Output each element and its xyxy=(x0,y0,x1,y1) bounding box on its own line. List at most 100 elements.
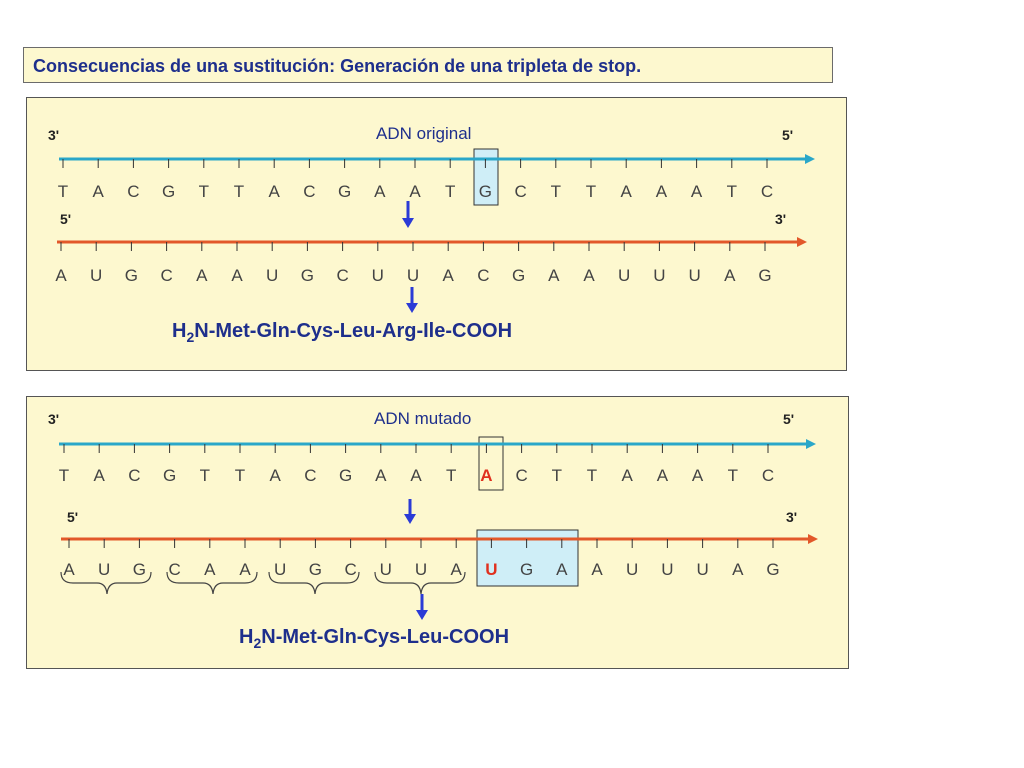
nucleotide: C xyxy=(515,466,527,485)
rna-left-end-label: 5' xyxy=(60,211,71,227)
nucleotide: C xyxy=(168,560,180,579)
nucleotide: A xyxy=(583,266,595,285)
nucleotide: U xyxy=(626,560,638,579)
strand-arrowhead xyxy=(805,154,815,164)
rna-left-end-label: 5' xyxy=(67,509,78,525)
nucleotide: A xyxy=(239,560,251,579)
nucleotide: G xyxy=(338,182,351,201)
page-title: Consecuencias de una sustitución: Genera… xyxy=(33,56,642,76)
nucleotide: A xyxy=(622,466,634,485)
nucleotide: A xyxy=(375,466,387,485)
nucleotide: U xyxy=(696,560,708,579)
dna-strand-line xyxy=(59,154,815,168)
nucleotide: C xyxy=(514,182,526,201)
transcription-arrow xyxy=(402,201,414,228)
protein-sequence: H2N-Met-Gln-Cys-Leu-Arg-Ile-COOH xyxy=(172,320,512,345)
nucleotide: C xyxy=(304,466,316,485)
nucleotide: U xyxy=(266,266,278,285)
nucleotide: T xyxy=(727,182,737,201)
strand-arrowhead xyxy=(797,237,807,247)
nucleotide: G xyxy=(163,466,176,485)
nucleotide: A xyxy=(204,560,216,579)
nucleotide: A xyxy=(409,182,421,201)
nucleotide: A xyxy=(63,560,75,579)
nucleotide: U xyxy=(90,266,102,285)
nucleotide: A xyxy=(724,266,736,285)
nucleotide: G xyxy=(301,266,314,285)
strand-arrowhead xyxy=(808,534,818,544)
protein-sequence: H2N-Met-Gln-Cys-Leu-COOH xyxy=(239,626,509,651)
nucleotide: A xyxy=(93,182,105,201)
nucleotide: T xyxy=(728,466,738,485)
title-box: Consecuencias de una sustitución: Genera… xyxy=(23,47,833,83)
strand-arrowhead xyxy=(806,439,816,449)
nucleotide: U xyxy=(98,560,110,579)
nucleotide: A xyxy=(410,466,422,485)
mutated-nucleotide: A xyxy=(480,466,492,485)
dna-right-end-label: 5' xyxy=(782,127,793,143)
nucleotide: A xyxy=(196,266,208,285)
nucleotide: C xyxy=(303,182,315,201)
panel-label: ADN original xyxy=(376,124,471,143)
rna-strand-line xyxy=(57,237,807,251)
nucleotide: T xyxy=(200,466,210,485)
nucleotide: G xyxy=(339,466,352,485)
dna-right-end-label: 5' xyxy=(783,411,794,427)
nucleotide: C xyxy=(127,182,139,201)
nucleotide: C xyxy=(477,266,489,285)
nucleotide: A xyxy=(548,266,560,285)
nucleotide: A xyxy=(55,266,67,285)
rna-right-end-label: 3' xyxy=(775,211,786,227)
nucleotide: U xyxy=(274,560,286,579)
codon-brace xyxy=(60,571,152,595)
nucleotide: A xyxy=(657,466,669,485)
dna-left-end-label: 3' xyxy=(48,411,59,427)
nucleotide: G xyxy=(758,266,771,285)
dna-strand-line xyxy=(59,439,816,453)
mutation-site-highlight xyxy=(478,436,504,491)
codon-brace xyxy=(166,571,258,595)
nucleotide: U xyxy=(415,560,427,579)
nucleotide: C xyxy=(762,466,774,485)
nucleotide: C xyxy=(336,266,348,285)
translation-arrow xyxy=(416,594,428,620)
nucleotide: A xyxy=(691,182,703,201)
codon-braces xyxy=(60,571,466,595)
nucleotide: G xyxy=(309,560,322,579)
codon-brace xyxy=(268,571,360,595)
nucleotide: G xyxy=(479,182,492,201)
nucleotide: T xyxy=(58,182,68,201)
nucleotide: A xyxy=(374,182,386,201)
nucleotide: T xyxy=(59,466,69,485)
nucleotide: C xyxy=(128,466,140,485)
nucleotide: G xyxy=(162,182,175,201)
nucleotide: A xyxy=(443,266,455,285)
rna-strand-line xyxy=(61,534,818,548)
transcription-arrow xyxy=(404,499,416,524)
nucleotide: A xyxy=(732,560,744,579)
nucleotide: A xyxy=(451,560,463,579)
nucleotide: T xyxy=(199,182,209,201)
panel-label: ADN mutado xyxy=(374,409,471,428)
nucleotide: A xyxy=(556,560,568,579)
nucleotide: C xyxy=(761,182,773,201)
dna-left-end-label: 3' xyxy=(48,127,59,143)
nucleotide: A xyxy=(270,466,282,485)
nucleotide: U xyxy=(653,266,665,285)
nucleotide: T xyxy=(587,466,597,485)
nucleotide: A xyxy=(269,182,281,201)
nucleotide: C xyxy=(344,560,356,579)
nucleotide: T xyxy=(234,182,244,201)
nucleotide: U xyxy=(618,266,630,285)
nucleotide: A xyxy=(692,466,704,485)
nucleotide: A xyxy=(656,182,668,201)
nucleotide: G xyxy=(133,560,146,579)
nucleotide: G xyxy=(512,266,525,285)
nucleotide: A xyxy=(591,560,603,579)
rna-right-end-label: 3' xyxy=(786,509,797,525)
